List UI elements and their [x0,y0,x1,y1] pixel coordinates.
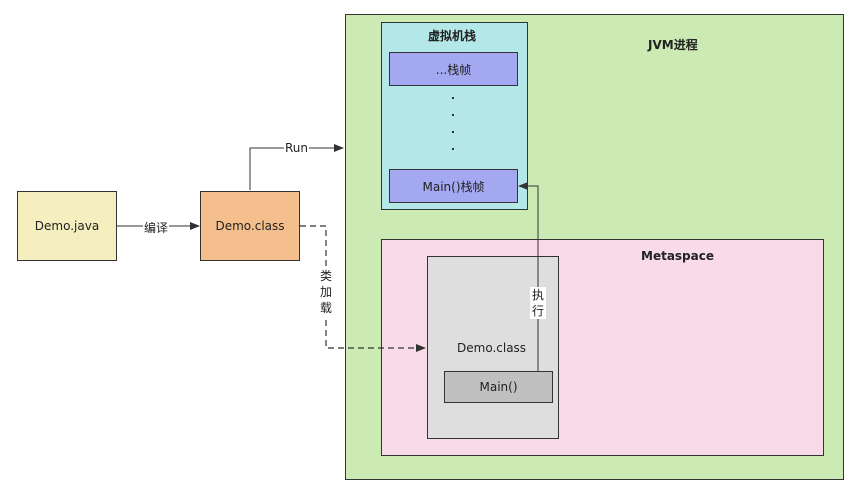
demo-java-box: Demo.java [17,191,117,261]
demo-class-label: Demo.class [215,219,285,233]
stack-frame-main-label: Main()栈帧 [422,179,485,194]
metaspace-label: Metaspace [641,249,714,263]
stack-ellipsis-dots [451,93,457,153]
jvm-process-label: JVM进程 [648,38,698,52]
execute-label: 执 行 [530,287,546,319]
main-method-label: Main() [479,380,518,394]
main-method-box: Main() [444,371,553,403]
stack-frame-top-label: ...栈帧 [435,62,472,77]
metaspace-class-label: Demo.class [457,341,527,355]
demo-java-label: Demo.java [34,219,100,233]
stack-frame-top: ...栈帧 [389,52,518,86]
compile-label: 编译 [143,219,170,236]
stack-frame-main: Main()栈帧 [389,169,518,203]
class-load-label: 类 加 载 [318,268,334,316]
demo-class-box: Demo.class [200,191,300,261]
vm-stack-label: 虚拟机栈 [428,29,477,43]
run-label: Run [284,141,310,155]
